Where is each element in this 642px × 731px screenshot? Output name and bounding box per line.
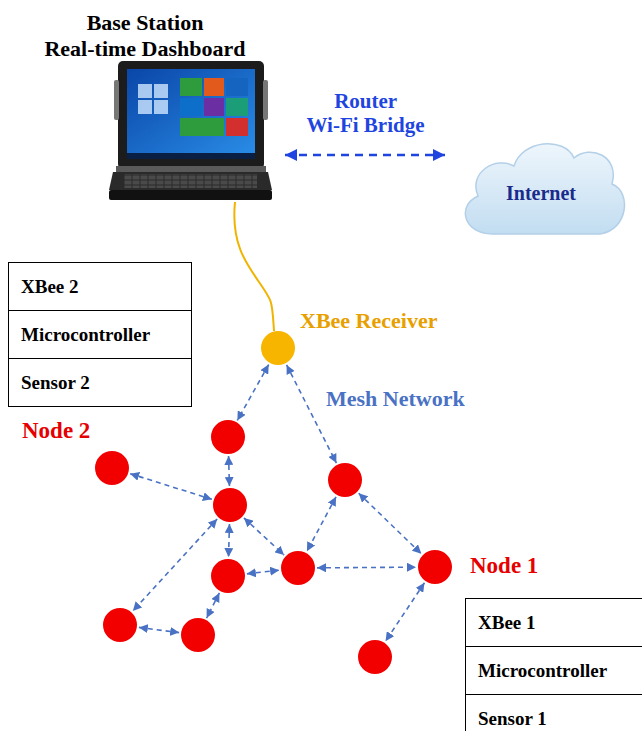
link-arrow bbox=[386, 583, 425, 641]
mesh-node-circle: XBee Receiver bbox=[261, 331, 295, 365]
module-label: XBee 1 bbox=[478, 612, 536, 634]
module-row-box: XBee 2 bbox=[8, 262, 192, 311]
link-arrow bbox=[244, 518, 284, 555]
cloud-label: Internet bbox=[506, 182, 576, 205]
mesh-node-circle bbox=[328, 463, 362, 497]
link-arrow bbox=[317, 566, 416, 568]
link-arrow bbox=[207, 593, 220, 618]
laptop-illustration bbox=[108, 60, 273, 202]
mesh-node-circle: Node 1 bbox=[418, 550, 452, 584]
module-label: Microcontroller bbox=[478, 660, 607, 682]
node-label: Node 2 bbox=[22, 418, 90, 444]
module-label: Sensor 2 bbox=[21, 372, 90, 394]
module-label: Sensor 1 bbox=[478, 708, 547, 730]
mesh-node-circle: Node 2 bbox=[95, 451, 129, 485]
network-label: Mesh Network bbox=[326, 386, 465, 412]
link-arrow bbox=[130, 474, 212, 500]
link-arrow bbox=[228, 524, 231, 557]
internet-cloud: Internet bbox=[452, 128, 630, 246]
cable-line bbox=[234, 202, 274, 331]
mesh-node-circle bbox=[358, 640, 392, 674]
module-row-box: Microcontroller bbox=[465, 646, 642, 695]
link-arrow bbox=[359, 493, 422, 554]
link-arrow bbox=[133, 519, 217, 611]
laptop-base-station bbox=[108, 60, 273, 202]
module-label: Microcontroller bbox=[21, 324, 150, 346]
link-arrow bbox=[228, 456, 230, 486]
link-arrow bbox=[139, 627, 179, 632]
link-label: Router Wi-Fi Bridge bbox=[303, 89, 428, 137]
module-row-box: Microcontroller bbox=[8, 310, 192, 359]
mesh-node-circle bbox=[103, 608, 137, 642]
mesh-node-circle bbox=[213, 488, 247, 522]
link-arrow bbox=[237, 365, 268, 421]
link-arrow bbox=[287, 365, 337, 463]
link-arrow bbox=[285, 154, 445, 157]
node-label: XBee Receiver bbox=[300, 308, 437, 333]
node-label: Node 1 bbox=[470, 553, 538, 579]
module-row-box: Sensor 1 bbox=[465, 694, 642, 731]
mesh-node-circle bbox=[281, 551, 315, 585]
module-row-box: XBee 1 bbox=[465, 598, 642, 647]
link-arrow bbox=[307, 497, 336, 551]
mesh-node-circle bbox=[211, 420, 245, 454]
title-text: Base Station Real-time Dashboard bbox=[41, 10, 249, 62]
module-row-box: Sensor 2 bbox=[8, 358, 192, 407]
link-arrow bbox=[247, 570, 279, 574]
mesh-node-circle bbox=[211, 559, 245, 593]
mesh-node-circle bbox=[181, 618, 215, 652]
module-label: XBee 2 bbox=[21, 276, 79, 298]
